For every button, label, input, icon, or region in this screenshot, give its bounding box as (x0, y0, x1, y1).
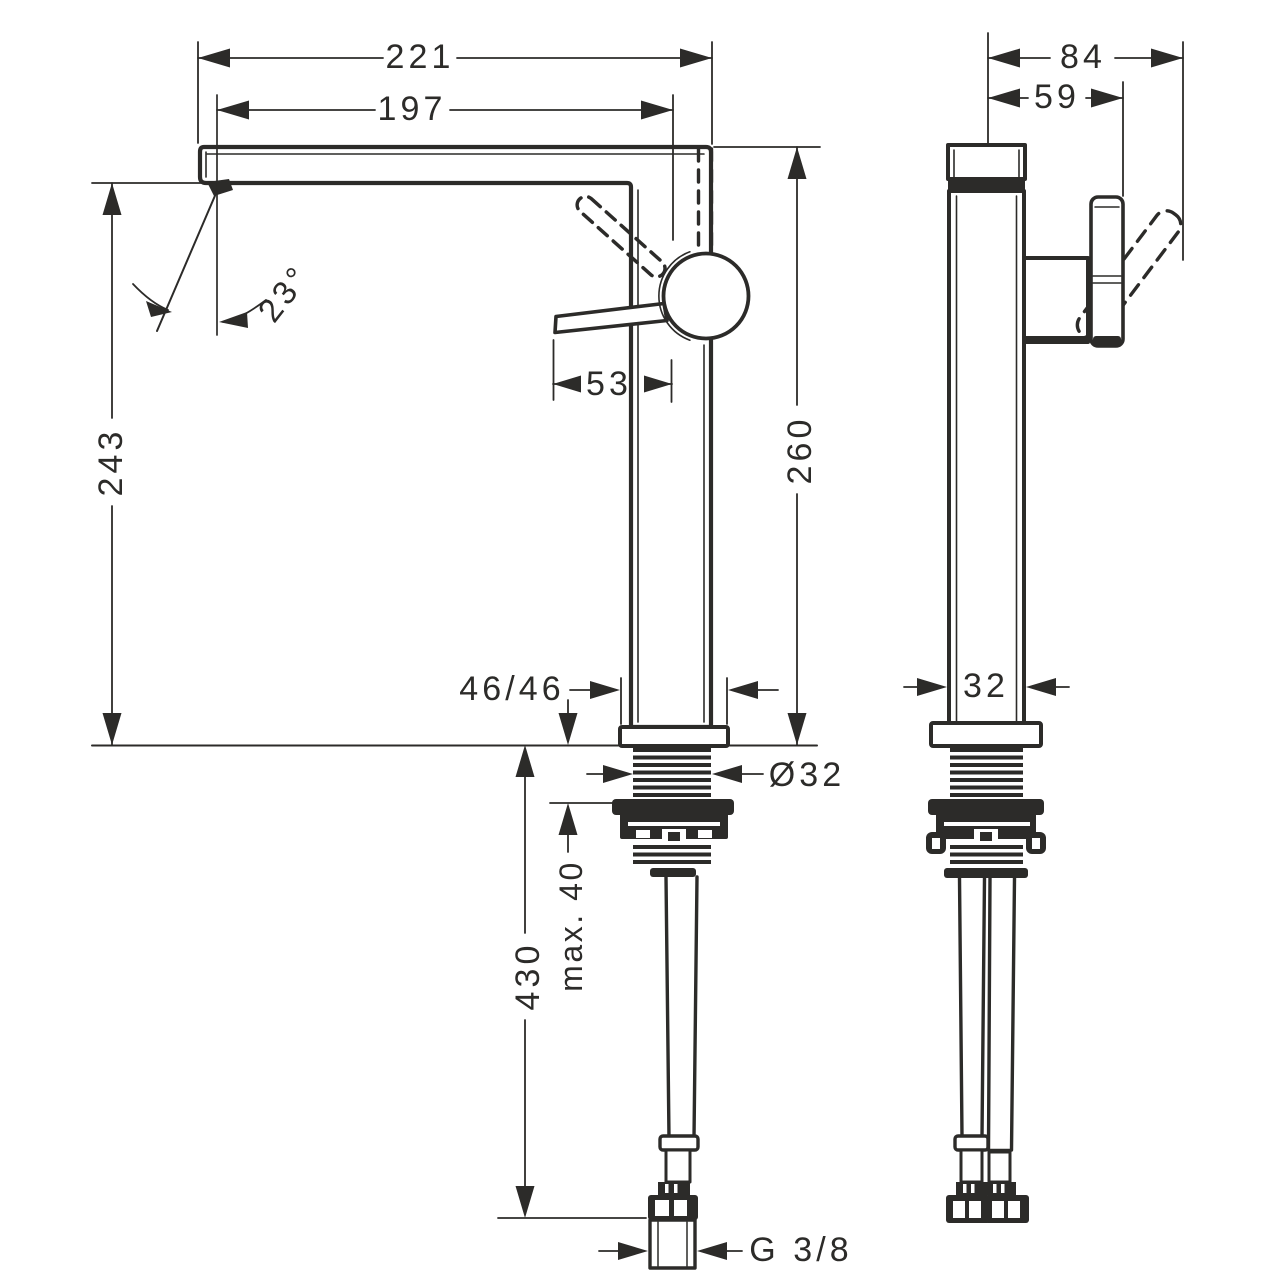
angle-arrow-right (219, 312, 248, 328)
fastening-set-front (612, 799, 734, 877)
dim-260 (787, 146, 807, 746)
spray-direction-line (156, 190, 218, 332)
dim-label-spout-projection: 197 (377, 90, 447, 128)
cap-band-side (948, 179, 1025, 191)
hose-nut-right (985, 1195, 1029, 1223)
supply-pipe-front (648, 875, 700, 1270)
dim-46-46 (569, 681, 779, 699)
base-plate-front (618, 725, 730, 748)
pipe-neck (664, 1148, 692, 1184)
aerator (207, 179, 233, 196)
dim-197 (216, 100, 674, 120)
dimension-lines (91, 32, 1184, 1260)
base-plate-side (929, 721, 1043, 748)
dim-label-spout-height: 243 (92, 427, 130, 497)
thread-nipple (648, 1218, 697, 1270)
dim-label-total-height: 260 (781, 415, 819, 485)
dim-430 (515, 745, 535, 1218)
dim-53 (552, 375, 673, 393)
dim-84 (987, 48, 1184, 68)
body-side (947, 189, 1026, 729)
handle-lever-side (1089, 195, 1125, 348)
dim-dia32 (586, 765, 764, 783)
dim-label-connection-thread: G 3/8 (749, 1231, 853, 1269)
dim-59 (987, 88, 1124, 108)
side-view (926, 143, 1183, 1223)
dim-label-handle-depth: 59 (1034, 78, 1080, 116)
dim-221 (197, 48, 713, 68)
angle-leader-left (132, 283, 169, 311)
dim-label-total-depth: 84 (1060, 38, 1106, 76)
angle-arrow-left (146, 301, 172, 317)
handle-pivot (661, 251, 751, 341)
hose-collar (953, 1134, 990, 1152)
dim-max40 (558, 699, 578, 853)
dim-label-body-width: 32 (963, 667, 1009, 705)
dim-label-total-projection: 221 (385, 38, 455, 76)
dim-32 (903, 678, 1070, 696)
thread-shank-side (950, 748, 1023, 797)
dim-label-max-counter-thickness: max. 40 (553, 860, 589, 992)
pipe-collar (658, 1134, 700, 1152)
hose-nut-left (946, 1195, 990, 1223)
spout-body-outline (197, 144, 714, 730)
dim-g38 (598, 1242, 743, 1260)
dim-label-base-dimensions: 46/46 (459, 670, 565, 708)
fastening-set-side (926, 799, 1046, 878)
supply-hoses-side (946, 876, 1029, 1223)
handle-lever-dashed (575, 194, 667, 279)
dim-label-hose-length: 430 (509, 941, 547, 1011)
dim-label-handle-projection: 53 (586, 365, 632, 403)
dim-label-shank-diameter: Ø32 (768, 756, 846, 794)
front-view (132, 94, 751, 1270)
body-cap-side (946, 143, 1027, 181)
handle-pivot-backplate (658, 251, 691, 341)
dim-243 (102, 182, 122, 746)
thread-shank-front (633, 748, 711, 797)
